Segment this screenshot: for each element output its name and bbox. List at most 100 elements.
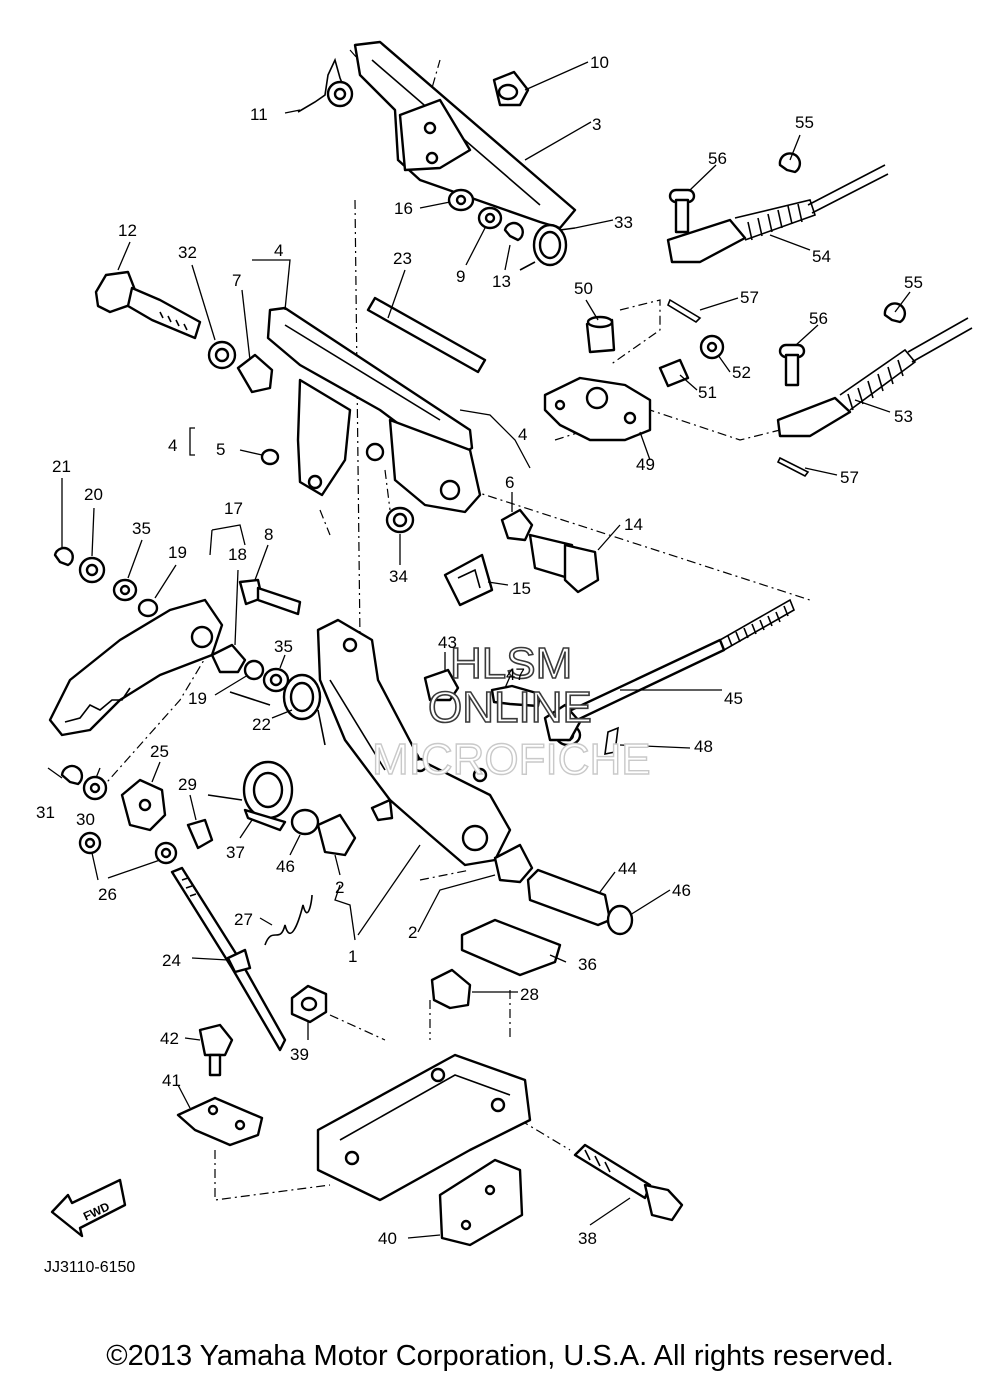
label-10: 10 xyxy=(590,53,609,72)
clip-13 xyxy=(503,221,524,242)
ring-46-left xyxy=(290,808,320,836)
label-2-b: 2 xyxy=(408,923,417,942)
label-28: 28 xyxy=(520,985,539,1004)
label-25: 25 xyxy=(150,742,169,761)
assembly-lines xyxy=(99,49,811,1201)
pin-47 xyxy=(490,684,542,708)
ring-19-lower xyxy=(243,659,265,681)
label-22: 22 xyxy=(252,715,271,734)
label-18: 18 xyxy=(228,545,247,564)
bar-23 xyxy=(366,296,487,374)
label-3: 3 xyxy=(592,115,601,134)
label-11: 11 xyxy=(250,105,268,124)
label-16: 16 xyxy=(394,199,413,218)
label-37: 37 xyxy=(226,843,245,862)
label-55-a: 55 xyxy=(795,113,814,132)
cotter-48 xyxy=(604,726,619,756)
part-labels: 1 2 2 3 4 4 4 5 6 7 8 9 10 11 12 13 14 1… xyxy=(36,53,923,1248)
label-8: 8 xyxy=(264,525,273,544)
label-55-b: 55 xyxy=(904,273,923,292)
watermark-line-1: HLSM xyxy=(450,639,572,688)
label-15: 15 xyxy=(512,579,531,598)
label-35-b: 35 xyxy=(274,637,293,656)
bushing-6 xyxy=(500,508,534,542)
label-23: 23 xyxy=(393,249,412,268)
label-44: 44 xyxy=(618,859,637,878)
lever-17 xyxy=(48,598,224,737)
label-26: 26 xyxy=(98,885,117,904)
bushing-43 xyxy=(423,668,460,702)
spring-27 xyxy=(264,894,313,946)
cable-end-53 xyxy=(776,396,852,438)
label-17: 17 xyxy=(224,499,243,518)
label-48: 48 xyxy=(694,737,713,756)
label-32: 32 xyxy=(178,243,197,262)
pin-5 xyxy=(260,448,280,466)
label-12: 12 xyxy=(118,221,137,240)
copyright-notice: ©2013 Yamaha Motor Corporation, U.S.A. A… xyxy=(106,1340,894,1372)
clip-31 xyxy=(60,764,84,786)
label-38: 38 xyxy=(578,1229,597,1248)
label-19-a: 19 xyxy=(168,543,187,562)
bushing-18 xyxy=(210,643,247,674)
plate-41 xyxy=(176,1096,264,1147)
ring-46-right xyxy=(606,904,634,936)
bushing-2-right xyxy=(493,843,534,884)
pad-15 xyxy=(443,553,494,607)
label-51: 51 xyxy=(698,383,717,402)
label-1: 1 xyxy=(348,947,357,966)
label-36: 36 xyxy=(578,955,597,974)
label-34: 34 xyxy=(389,567,408,586)
spring-11 xyxy=(297,57,346,113)
label-4-a: 4 xyxy=(274,241,283,260)
label-56-b: 56 xyxy=(809,309,828,328)
label-31: 31 xyxy=(36,803,55,822)
watermark: HLSM ONLINE MICROFICHE xyxy=(371,638,651,785)
label-33: 33 xyxy=(614,213,633,232)
label-49: 49 xyxy=(636,455,655,474)
clip-21 xyxy=(53,546,74,567)
label-24: 24 xyxy=(162,951,181,970)
clip-55-upper xyxy=(778,152,802,174)
label-42: 42 xyxy=(160,1029,179,1048)
label-41: 41 xyxy=(162,1071,181,1090)
label-6: 6 xyxy=(505,473,514,492)
label-2-a: 2 xyxy=(335,878,344,897)
label-35-a: 35 xyxy=(132,519,151,538)
watermark-line-2: ONLINE xyxy=(428,683,592,732)
label-54: 54 xyxy=(812,247,831,266)
pad-36 xyxy=(460,918,562,977)
label-53: 53 xyxy=(894,407,913,426)
bushing-2-left xyxy=(316,813,357,857)
label-30: 30 xyxy=(76,810,95,829)
label-56-a: 56 xyxy=(708,149,727,168)
clip-55-lower xyxy=(883,302,907,324)
label-4-b: 4 xyxy=(168,436,177,455)
label-47: 47 xyxy=(506,665,525,684)
fwd-arrow xyxy=(50,1178,127,1238)
label-46-b: 46 xyxy=(672,881,691,900)
label-7: 7 xyxy=(232,271,241,290)
label-27: 27 xyxy=(234,910,253,929)
label-50: 50 xyxy=(574,279,593,298)
diagram-code: JJ3110-6150 xyxy=(44,1259,135,1276)
sleeve-44 xyxy=(526,868,612,927)
label-40: 40 xyxy=(378,1229,397,1248)
bolt-42 xyxy=(198,1023,234,1057)
label-21: 21 xyxy=(52,457,71,476)
cable-end-54 xyxy=(666,218,747,264)
label-13: 13 xyxy=(492,272,511,291)
label-52: 52 xyxy=(732,363,751,382)
label-45: 45 xyxy=(724,689,743,708)
bracket-plate-3 xyxy=(353,40,577,230)
leader-lines xyxy=(47,61,911,1239)
label-9: 9 xyxy=(456,267,465,286)
base-bracket-40 xyxy=(316,1053,532,1202)
label-5: 5 xyxy=(216,440,225,459)
spring-33 xyxy=(519,261,536,271)
watermark-line-3: MICROFICHE xyxy=(372,735,651,784)
cotter-57-upper xyxy=(667,298,702,324)
parts xyxy=(48,40,973,1247)
label-43: 43 xyxy=(438,633,457,652)
